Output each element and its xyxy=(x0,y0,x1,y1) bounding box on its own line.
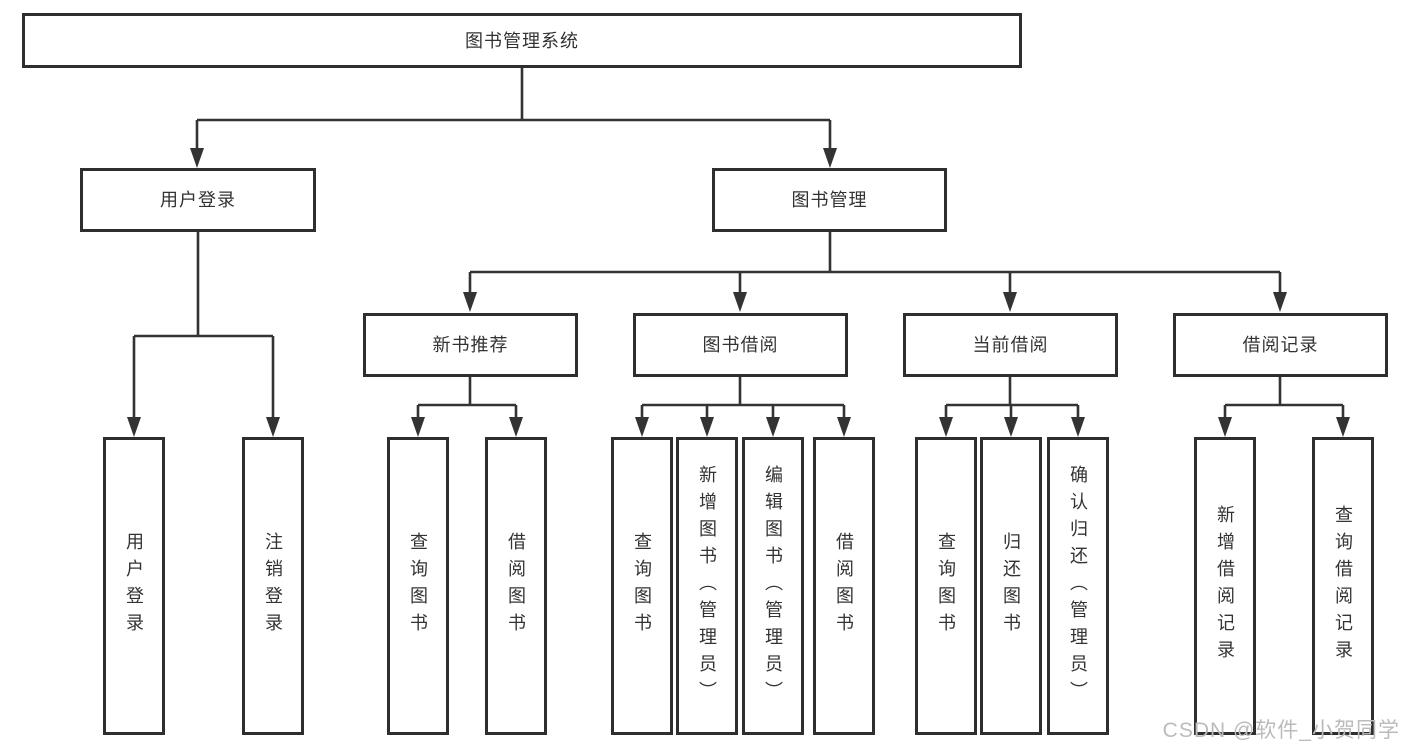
node-label: 用户登录 xyxy=(160,190,236,210)
node-label: 确认归还（管理员） xyxy=(1068,464,1088,708)
node-add-book-admin: 新增图书（管理员） xyxy=(676,437,738,735)
node-label: 新增借阅记录 xyxy=(1215,505,1235,667)
node-label: 借阅图书 xyxy=(506,532,526,640)
node-label: 用户登录 xyxy=(124,532,144,640)
node-add-borrow-record: 新增借阅记录 xyxy=(1194,437,1256,735)
node-query-books-borrowing: 查询图书 xyxy=(611,437,673,735)
connector-records-branch xyxy=(1223,377,1345,418)
node-current-borrowing: 当前借阅 xyxy=(903,313,1118,377)
connector-new-book-branch xyxy=(416,377,518,418)
node-query-books-recommend: 查询图书 xyxy=(387,437,449,735)
node-label: 注销登录 xyxy=(263,532,283,640)
csdn-watermark: CSDN @软件_小贺同学 xyxy=(1162,719,1400,742)
node-label: 编辑图书（管理员） xyxy=(763,464,783,708)
node-label: 借阅记录 xyxy=(1242,335,1319,355)
node-book-borrowing: 图书借阅 xyxy=(633,313,848,377)
node-label: 查询图书 xyxy=(632,532,652,640)
node-borrowing-records: 借阅记录 xyxy=(1173,313,1388,377)
node-label: 查询借阅记录 xyxy=(1333,505,1353,667)
node-user-login-group: 用户登录 xyxy=(80,168,316,232)
node-new-book-recommendation: 新书推荐 xyxy=(363,313,578,377)
node-label: 新书推荐 xyxy=(432,335,509,355)
node-label: 借阅图书 xyxy=(834,532,854,640)
node-label: 图书管理系统 xyxy=(465,30,579,51)
connector-user-login-branch xyxy=(132,231,275,418)
node-label: 图书管理 xyxy=(791,190,868,210)
connector-current-borrow-branch xyxy=(944,377,1080,418)
node-label: 当前借阅 xyxy=(972,335,1049,355)
connector-book-borrow-branch xyxy=(640,377,846,418)
node-logout: 注销登录 xyxy=(242,437,304,735)
node-label: 图书借阅 xyxy=(702,335,779,355)
node-label: 查询图书 xyxy=(408,532,428,640)
node-label: 查询图书 xyxy=(936,532,956,640)
connector-root-to-level2 xyxy=(195,68,832,149)
node-label: 新增图书（管理员） xyxy=(697,464,717,708)
node-query-books-current: 查询图书 xyxy=(915,437,977,735)
node-user-login: 用户登录 xyxy=(103,437,165,735)
node-borrow-books-borrowing: 借阅图书 xyxy=(813,437,875,735)
node-query-borrow-record: 查询借阅记录 xyxy=(1312,437,1374,735)
node-book-management: 图书管理 xyxy=(712,168,947,232)
node-label: 归还图书 xyxy=(1001,532,1021,640)
node-edit-book-admin: 编辑图书（管理员） xyxy=(742,437,804,735)
node-return-books: 归还图书 xyxy=(980,437,1042,735)
node-borrow-books-recommend: 借阅图书 xyxy=(485,437,547,735)
node-confirm-return-admin: 确认归还（管理员） xyxy=(1047,437,1109,735)
connector-book-management-branch xyxy=(468,232,1282,293)
node-library-management-system: 图书管理系统 xyxy=(22,13,1022,68)
